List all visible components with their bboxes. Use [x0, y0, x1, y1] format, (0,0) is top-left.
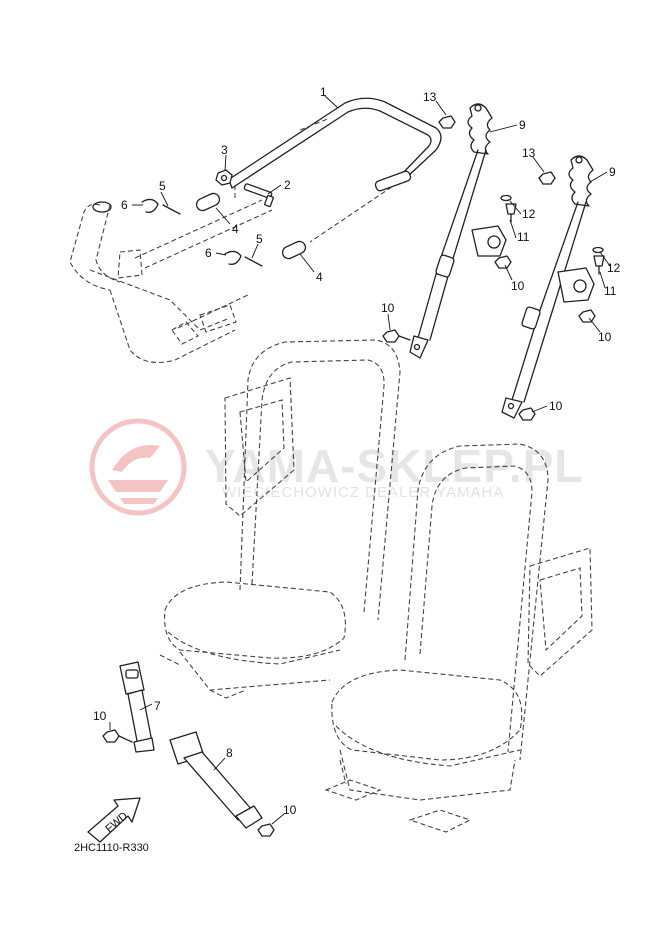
callout-12a: 12 — [522, 207, 536, 221]
seat-right — [324, 443, 593, 833]
callout-6b: 6 — [205, 246, 212, 260]
bolt-10-belt-left-upper — [494, 255, 512, 269]
collar-4b — [281, 240, 307, 260]
seat-belt-left — [409, 103, 507, 359]
collar-4a — [195, 192, 221, 212]
pin-5b — [244, 256, 263, 267]
bolt-13a — [438, 115, 456, 129]
leader-lines — [109, 95, 611, 825]
callout-9b: 9 — [609, 165, 616, 179]
callout-10a: 10 — [381, 301, 395, 315]
callout-1: 1 — [320, 85, 327, 99]
roll-bar-frame — [227, 97, 442, 243]
seat-belt-right — [501, 155, 595, 419]
bolt-2 — [243, 183, 274, 208]
callout-10d: 10 — [549, 399, 563, 413]
nut-3 — [215, 169, 233, 186]
vehicle-frame — [69, 199, 273, 363]
callout-5a: 5 — [159, 179, 166, 193]
washer-12a — [500, 194, 512, 202]
bolt-11b — [593, 255, 605, 275]
callout-5b: 5 — [256, 232, 263, 246]
seat-left — [159, 339, 401, 699]
buckle-8 — [169, 731, 263, 829]
callout-4a: 4 — [232, 222, 239, 236]
bolt-10-belt-right-lower — [518, 407, 536, 421]
watermark-title: YAMA-SKLEP.PL — [205, 440, 584, 492]
callout-4b: 4 — [316, 270, 323, 284]
bolt-10-belt-left-lower — [382, 329, 411, 343]
callout-9a: 9 — [519, 118, 526, 132]
callout-13b: 13 — [522, 146, 536, 160]
washer-12b — [592, 246, 604, 254]
callout-10f: 10 — [283, 803, 297, 817]
callout-8: 8 — [226, 746, 233, 760]
bolt-10-belt-right-upper — [578, 309, 596, 323]
callout-13a: 13 — [423, 90, 437, 104]
watermark-logo — [89, 418, 187, 516]
callout-2: 2 — [284, 178, 291, 192]
fwd-arrow-icon: FWD — [87, 797, 141, 843]
callout-10e: 10 — [93, 709, 107, 723]
callouts: 1 2 3 4 4 5 5 6 6 7 8 9 9 10 10 10 10 10… — [93, 85, 621, 817]
pin-5a — [162, 204, 181, 215]
callout-12b: 12 — [607, 261, 621, 275]
watermark: YAMA-SKLEP.PL WIECIECHOWICZ DEALER YAMAH… — [89, 418, 584, 516]
callout-10c: 10 — [598, 330, 612, 344]
callout-7: 7 — [154, 699, 161, 713]
callout-11b: 11 — [604, 284, 617, 298]
buckle-7 — [119, 661, 155, 753]
callout-6a: 6 — [121, 198, 128, 212]
clip-6b — [224, 250, 242, 265]
bolt-10-buckle-8 — [257, 823, 275, 837]
watermark-subtitle: WIECIECHOWICZ DEALER YAMAHA — [222, 484, 504, 501]
bolt-13b — [538, 171, 556, 185]
diagram-code: 2HC1110-R330 — [74, 842, 149, 854]
callout-3: 3 — [221, 143, 228, 157]
bolt-10-buckle-7 — [102, 729, 133, 743]
callout-10b: 10 — [511, 279, 525, 293]
clip-6a — [141, 198, 159, 213]
callout-11a: 11 — [517, 230, 530, 244]
